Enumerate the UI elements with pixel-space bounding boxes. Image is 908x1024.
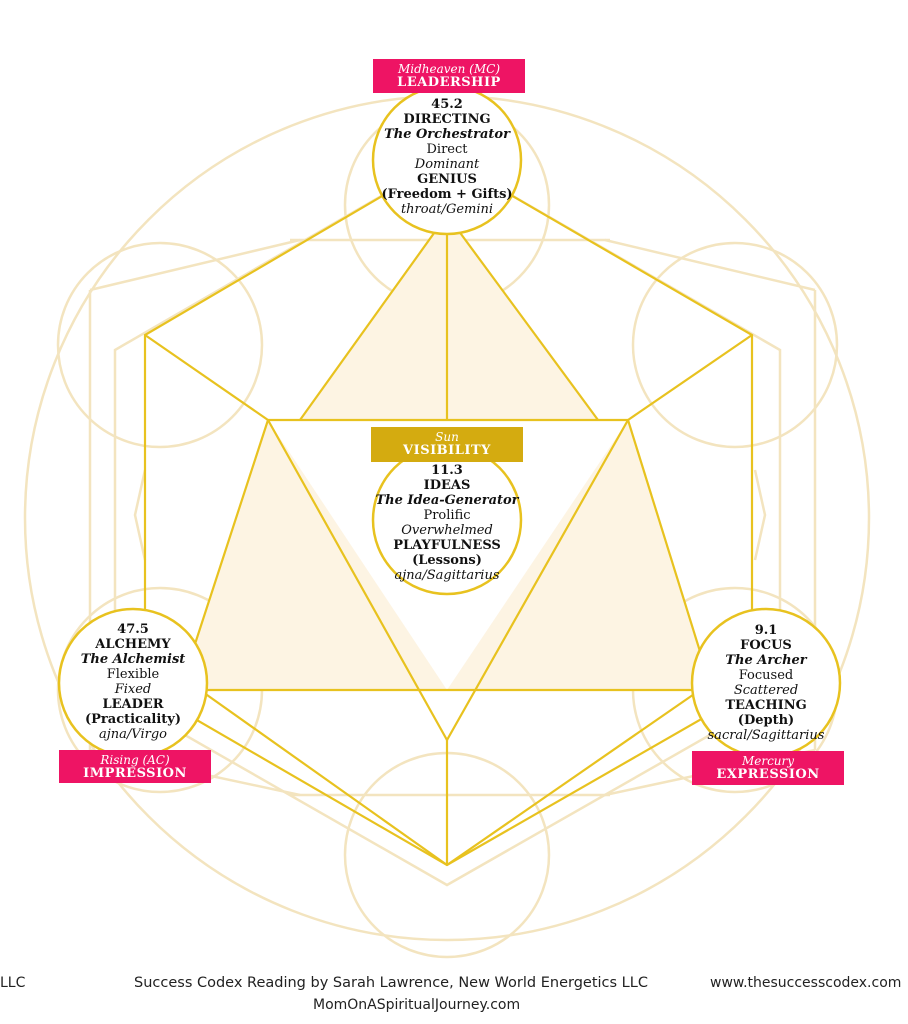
node-center-center: ajna/Sagittarius <box>394 568 500 583</box>
gold-line-d <box>144 334 269 421</box>
node-left-name: ALCHEMY <box>95 637 171 652</box>
tag-center-line1: Sun <box>435 430 459 444</box>
inner-circle-upper-right <box>631 241 839 449</box>
node-right-trait: Focused <box>738 668 794 683</box>
node-top-number: 45.2 <box>431 97 463 112</box>
footer-credit: Success Codex Reading by Sarah Lawrence,… <box>134 975 648 991</box>
node-left-archetype: The Alchemist <box>80 652 186 667</box>
node-top-text: 45.2 DIRECTING The Orchestrator Direct D… <box>367 97 527 217</box>
node-center-text: 11.3 IDEAS The Idea-Generator Prolific O… <box>367 463 527 583</box>
tag-right: Mercury EXPRESSION <box>692 751 844 785</box>
tag-top: Midheaven (MC) LEADERSHIP <box>373 59 525 93</box>
node-top-theme-sub: (Freedom + Gifts) <box>381 187 513 202</box>
node-left-trait: Flexible <box>106 667 160 682</box>
node-center-trait: Prolific <box>423 508 471 523</box>
node-top-name: DIRECTING <box>403 112 491 127</box>
node-left-shadow: Fixed <box>114 682 152 697</box>
tag-top-line1: Midheaven (MC) <box>397 62 501 76</box>
gold-line-k <box>446 689 701 866</box>
node-right-number: 9.1 <box>754 623 778 638</box>
tag-left-line2: IMPRESSION <box>83 766 187 781</box>
node-top-shadow: Dominant <box>414 157 480 172</box>
node-left-number: 47.5 <box>117 622 149 637</box>
tag-center-line2: VISIBILITY <box>403 443 491 458</box>
node-center-shadow: Overwhelmed <box>401 523 493 538</box>
background-hexagon <box>113 156 782 887</box>
node-right-text: 9.1 FOCUS The Archer Focused Scattered T… <box>686 623 846 743</box>
node-right-center: sacral/Sagittarius <box>707 728 825 743</box>
inner-circle-upper-left <box>56 241 264 449</box>
gold-line-e <box>627 334 753 421</box>
tag-center: Sun VISIBILITY <box>371 427 523 462</box>
background-line-2 <box>604 238 816 292</box>
node-left-text: 47.5 ALCHEMY The Alchemist Flexible Fixe… <box>53 622 213 742</box>
node-top-archetype: The Orchestrator <box>384 127 510 142</box>
node-right-theme: TEACHING <box>725 698 807 713</box>
footer-website[interactable]: www.thesuccesscodex.com <box>710 975 902 991</box>
footer-subline[interactable]: MomOnASpiritualJourney.com <box>313 997 521 1013</box>
node-left-theme: LEADER <box>102 697 164 712</box>
tag-left: Rising (AC) IMPRESSION <box>59 750 211 783</box>
tag-top-line2: LEADERSHIP <box>397 75 501 90</box>
gold-line-c <box>446 214 599 421</box>
node-right-theme-sub: (Depth) <box>737 713 795 728</box>
node-center-archetype: The Idea-Generator <box>375 493 519 508</box>
node-center-name: IDEAS <box>423 478 471 493</box>
node-left-theme-sub: (Practicality) <box>85 712 181 727</box>
gold-line-j <box>199 689 448 866</box>
node-top-trait: Direct <box>426 142 468 157</box>
gold-line-g <box>626 419 714 691</box>
gold-line-b <box>299 214 448 421</box>
footer-left-fragment: LLC <box>0 975 26 991</box>
node-top-center: throat/Gemini <box>400 202 494 217</box>
tag-right-line1: Mercury <box>741 754 795 768</box>
tag-right-line2: EXPRESSION <box>716 767 820 782</box>
node-top-theme: GENIUS <box>417 172 477 187</box>
node-center-number: 11.3 <box>431 463 463 478</box>
background-zigzag-left <box>133 469 147 561</box>
node-right-shadow: Scattered <box>733 683 799 698</box>
background-line-1 <box>89 238 301 292</box>
fill-upper-triangle <box>300 215 598 420</box>
node-right-archetype: The Archer <box>725 653 807 668</box>
node-right-name: FOCUS <box>740 638 792 653</box>
node-center-theme: PLAYFULNESS <box>393 538 501 553</box>
node-left-center: ajna/Virgo <box>99 727 167 742</box>
background-zigzag-right <box>753 469 767 561</box>
tag-left-line1: Rising (AC) <box>100 753 170 767</box>
node-center-theme-sub: (Lessons) <box>412 553 482 568</box>
